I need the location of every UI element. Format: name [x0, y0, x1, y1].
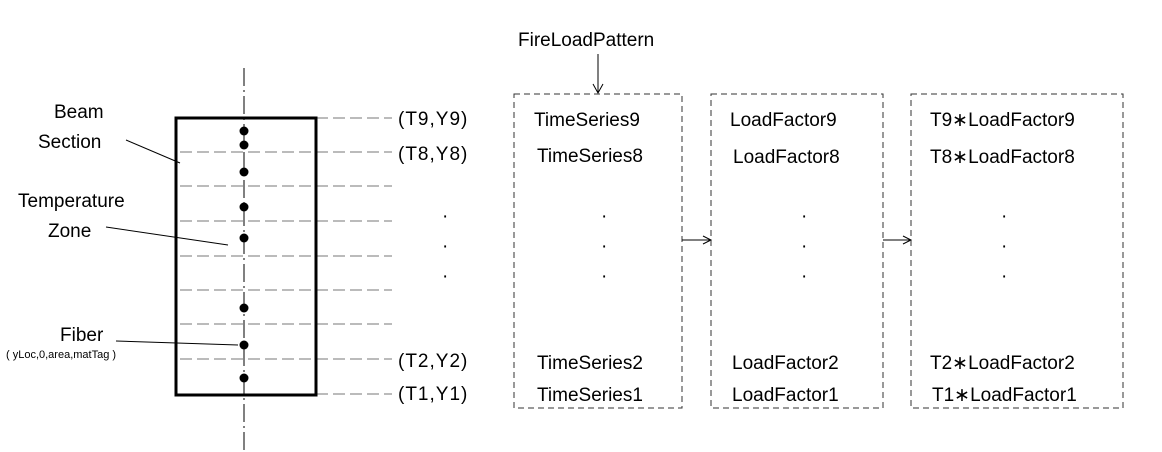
coord-t2-y2: (T2,Y2) [398, 351, 468, 372]
fiber-label: Fiber [60, 325, 104, 346]
fire-load-pattern-label: FireLoadPattern [518, 30, 654, 51]
fiber-leader [115, 340, 239, 346]
coord-ellipsis-2: · [442, 236, 448, 257]
coord-t1-y1: (T1,Y1) [398, 384, 468, 405]
time-series-1: TimeSeries1 [537, 385, 643, 406]
time-series-ellipsis-1: · [601, 206, 607, 227]
product-ellipsis-1: · [1001, 206, 1007, 227]
load-factor-8: LoadFactor8 [733, 147, 840, 168]
beam-section-leader [125, 139, 181, 164]
load-factor-ellipsis-3: · [801, 266, 807, 287]
load-factor-2: LoadFactor2 [732, 353, 839, 374]
beam-section-label-2: Section [38, 132, 101, 153]
load-factor-1: LoadFactor1 [732, 385, 839, 406]
beam-section-rect [174, 116, 318, 397]
temperature-zone-lines [180, 117, 392, 395]
time-series-9: TimeSeries9 [534, 110, 640, 131]
fire-load-pattern-arrow-head [592, 83, 604, 95]
beam-section-label-1: Beam [54, 102, 104, 123]
load-factor-box [710, 93, 884, 409]
fiber-points [239, 126, 249, 383]
product-ellipsis-2: · [1001, 236, 1007, 257]
load-factor-ellipsis-2: · [801, 236, 807, 257]
fiber-args-label: ( yLoc,0,area,matTag ) [6, 349, 116, 361]
coord-t8-y8: (T8,Y8) [398, 144, 468, 165]
time-series-ellipsis-2: · [601, 236, 607, 257]
product-box [910, 93, 1124, 409]
temperature-zone-leader [105, 226, 229, 246]
product-ellipsis-3: · [1001, 266, 1007, 287]
time-series-2: TimeSeries2 [537, 353, 643, 374]
time-series-8: TimeSeries8 [537, 146, 643, 167]
product-2: T2∗LoadFactor2 [930, 353, 1075, 374]
product-8: T8∗LoadFactor8 [930, 147, 1075, 168]
product-9: T9∗LoadFactor9 [930, 110, 1075, 131]
coord-ellipsis-1: · [442, 206, 448, 227]
load-factor-9: LoadFactor9 [730, 110, 837, 131]
coord-t9-y9: (T9,Y9) [398, 109, 468, 130]
time-series-ellipsis-3: · [601, 266, 607, 287]
product-1: T1∗LoadFactor1 [932, 385, 1077, 406]
time-series-box [513, 93, 683, 409]
coord-ellipsis-3: · [442, 266, 448, 287]
temperature-zone-label-2: Zone [48, 221, 91, 242]
temperature-zone-label-1: Temperature [18, 191, 125, 212]
load-factor-ellipsis-1: · [801, 206, 807, 227]
